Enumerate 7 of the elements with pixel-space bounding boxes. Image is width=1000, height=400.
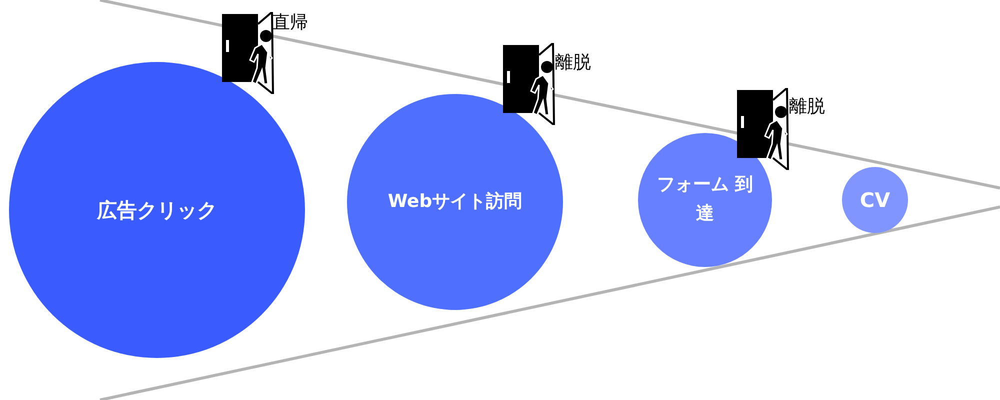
exit-label: 直帰: [272, 11, 308, 34]
stage-circle: 広告クリック: [9, 62, 305, 358]
stage-circle: Webサイト訪問: [347, 94, 563, 310]
stage-circle: CV: [842, 167, 908, 233]
stage-circle: フォーム 到達: [638, 133, 772, 267]
exit-label: 離脱: [789, 95, 825, 118]
exit-label: 離脱: [555, 51, 591, 74]
